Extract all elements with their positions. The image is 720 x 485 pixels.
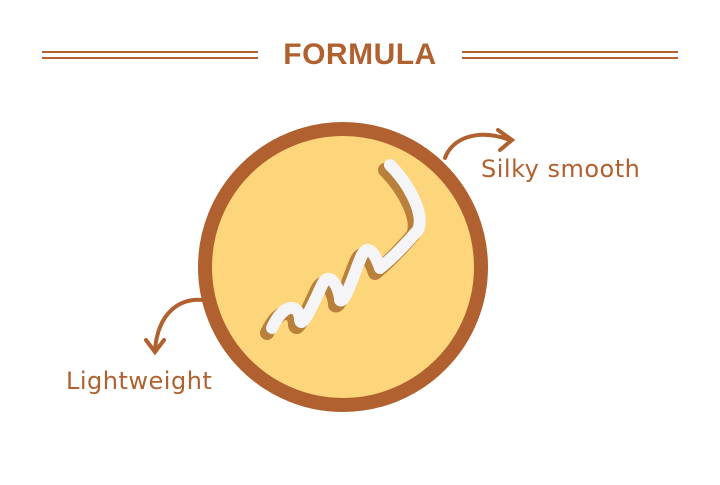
title-rule-right <box>462 51 678 59</box>
callout-silky-smooth: Silky smooth <box>481 155 641 183</box>
product-circle <box>198 122 488 412</box>
title-rule-left <box>42 51 258 59</box>
page-title: FORMULA <box>283 38 437 71</box>
callout-lightweight: Lightweight <box>66 367 213 395</box>
cream-swirl <box>260 159 426 340</box>
arrow-to-lightweight <box>144 297 205 356</box>
arrow-to-silky-smooth <box>443 128 516 160</box>
